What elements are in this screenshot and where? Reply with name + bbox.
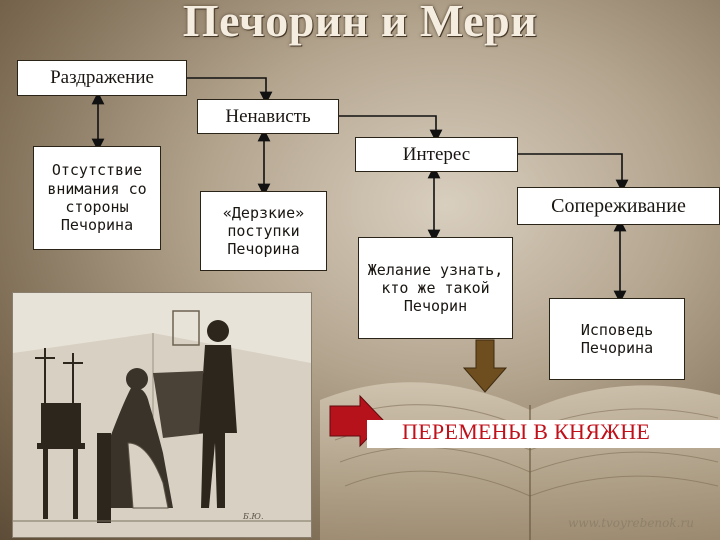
node-desire: Желание узнать, кто же такой Печорин bbox=[358, 237, 513, 339]
node-no-attention: Отсутствие внимания со стороны Печорина bbox=[33, 146, 161, 250]
node-bold-acts: «Дерзкие» поступки Печорина bbox=[200, 191, 327, 271]
watermark: www.tvoyrebenok.ru bbox=[568, 516, 694, 530]
node-interest: Интерес bbox=[355, 137, 518, 172]
slide-title: Печорин и Мери bbox=[182, 0, 538, 46]
result-text: ПЕРЕМЕНЫ В КНЯЖНЕ bbox=[402, 419, 651, 444]
node-confession: Исповедь Печорина bbox=[549, 298, 685, 380]
node-hatred: Ненависть bbox=[197, 99, 339, 134]
svg-text:Б.Ю.: Б.Ю. bbox=[242, 512, 264, 521]
illustration-pechorin-and-mary: Б.Ю. bbox=[12, 292, 312, 538]
result-band bbox=[367, 420, 720, 448]
node-irritation: Раздражение bbox=[17, 60, 187, 96]
node-empathy: Сопереживание bbox=[517, 187, 720, 225]
